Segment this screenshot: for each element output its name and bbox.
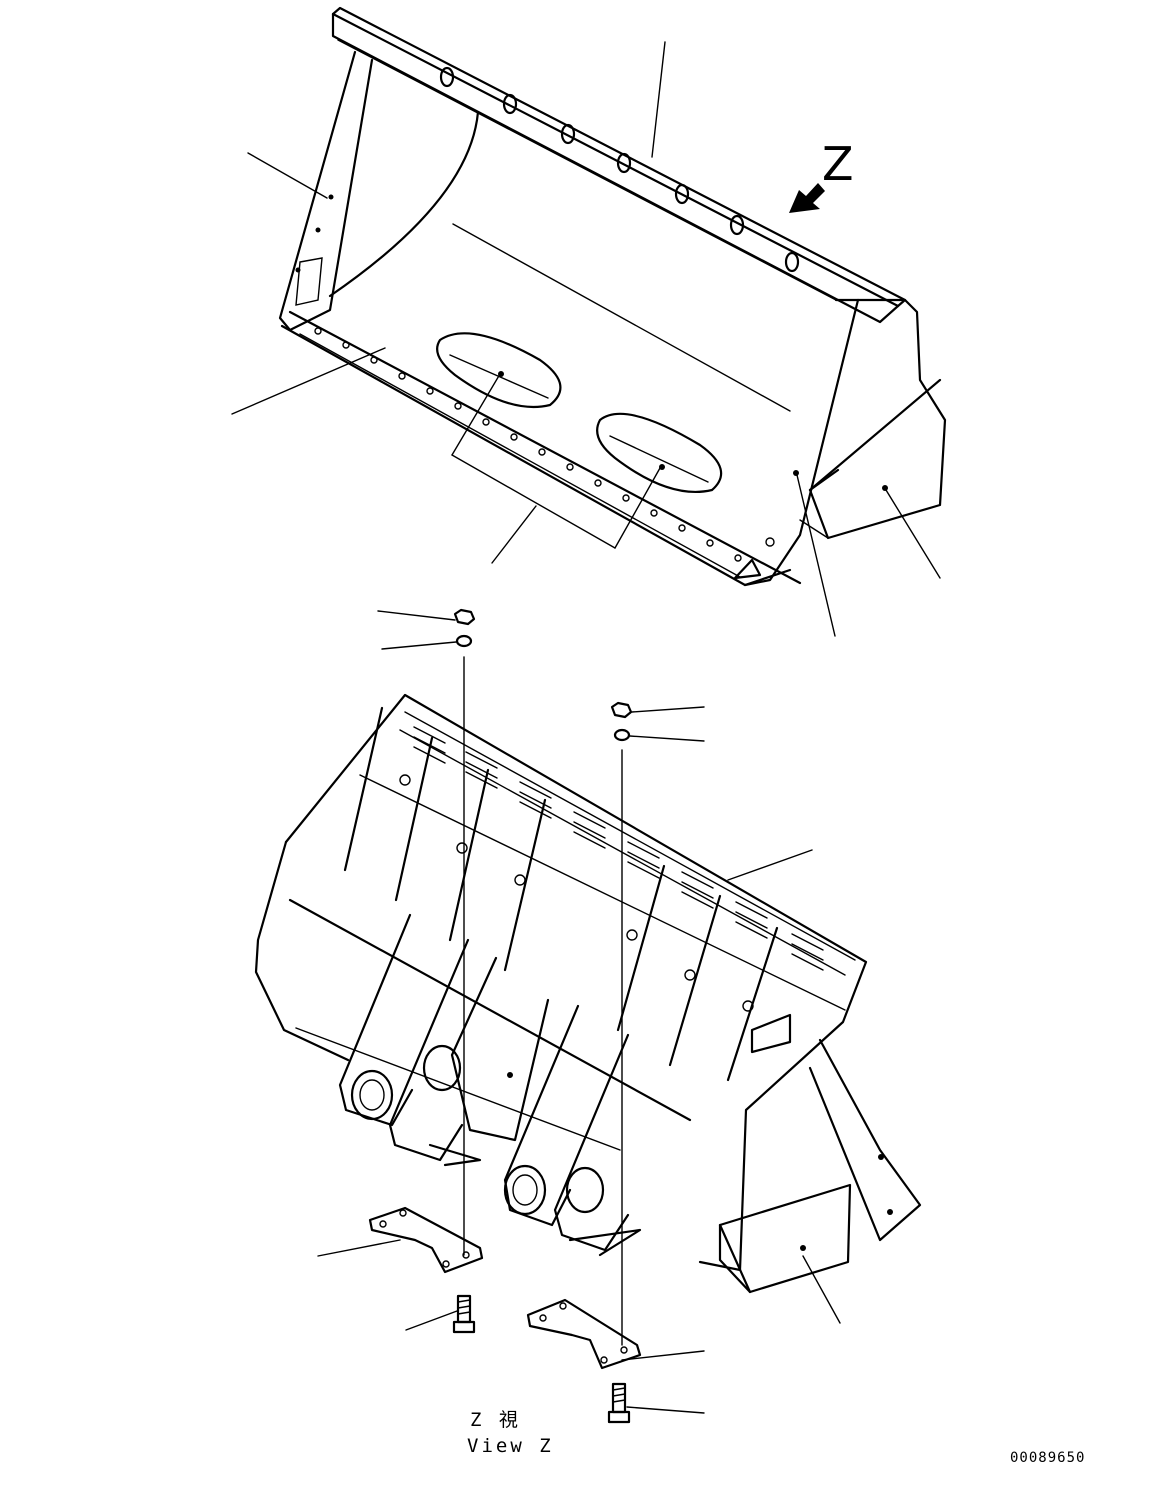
top-bucket-drawing: Z [231,6,947,637]
view-caption-line2: View Z [467,1435,554,1457]
rib-slots [413,726,824,971]
edge-bolt-holes [314,327,742,562]
top-beam-holes [439,66,800,273]
nut-washer-left [453,608,476,648]
shim-right-part [526,1298,642,1370]
bottom-bucket-drawing [254,608,922,1424]
view-z-arrow-icon [789,183,825,213]
bolt-right-part [607,1382,631,1424]
hinge-brackets [338,913,642,1257]
shim-left-part [368,1206,484,1274]
view-caption-line1: Z 視 [470,1409,521,1431]
drawing-code: 00089650 [1010,1450,1085,1466]
nut-washer-right [610,701,633,742]
view-z-marker: Z [822,137,854,191]
bolt-left-part [452,1294,476,1334]
